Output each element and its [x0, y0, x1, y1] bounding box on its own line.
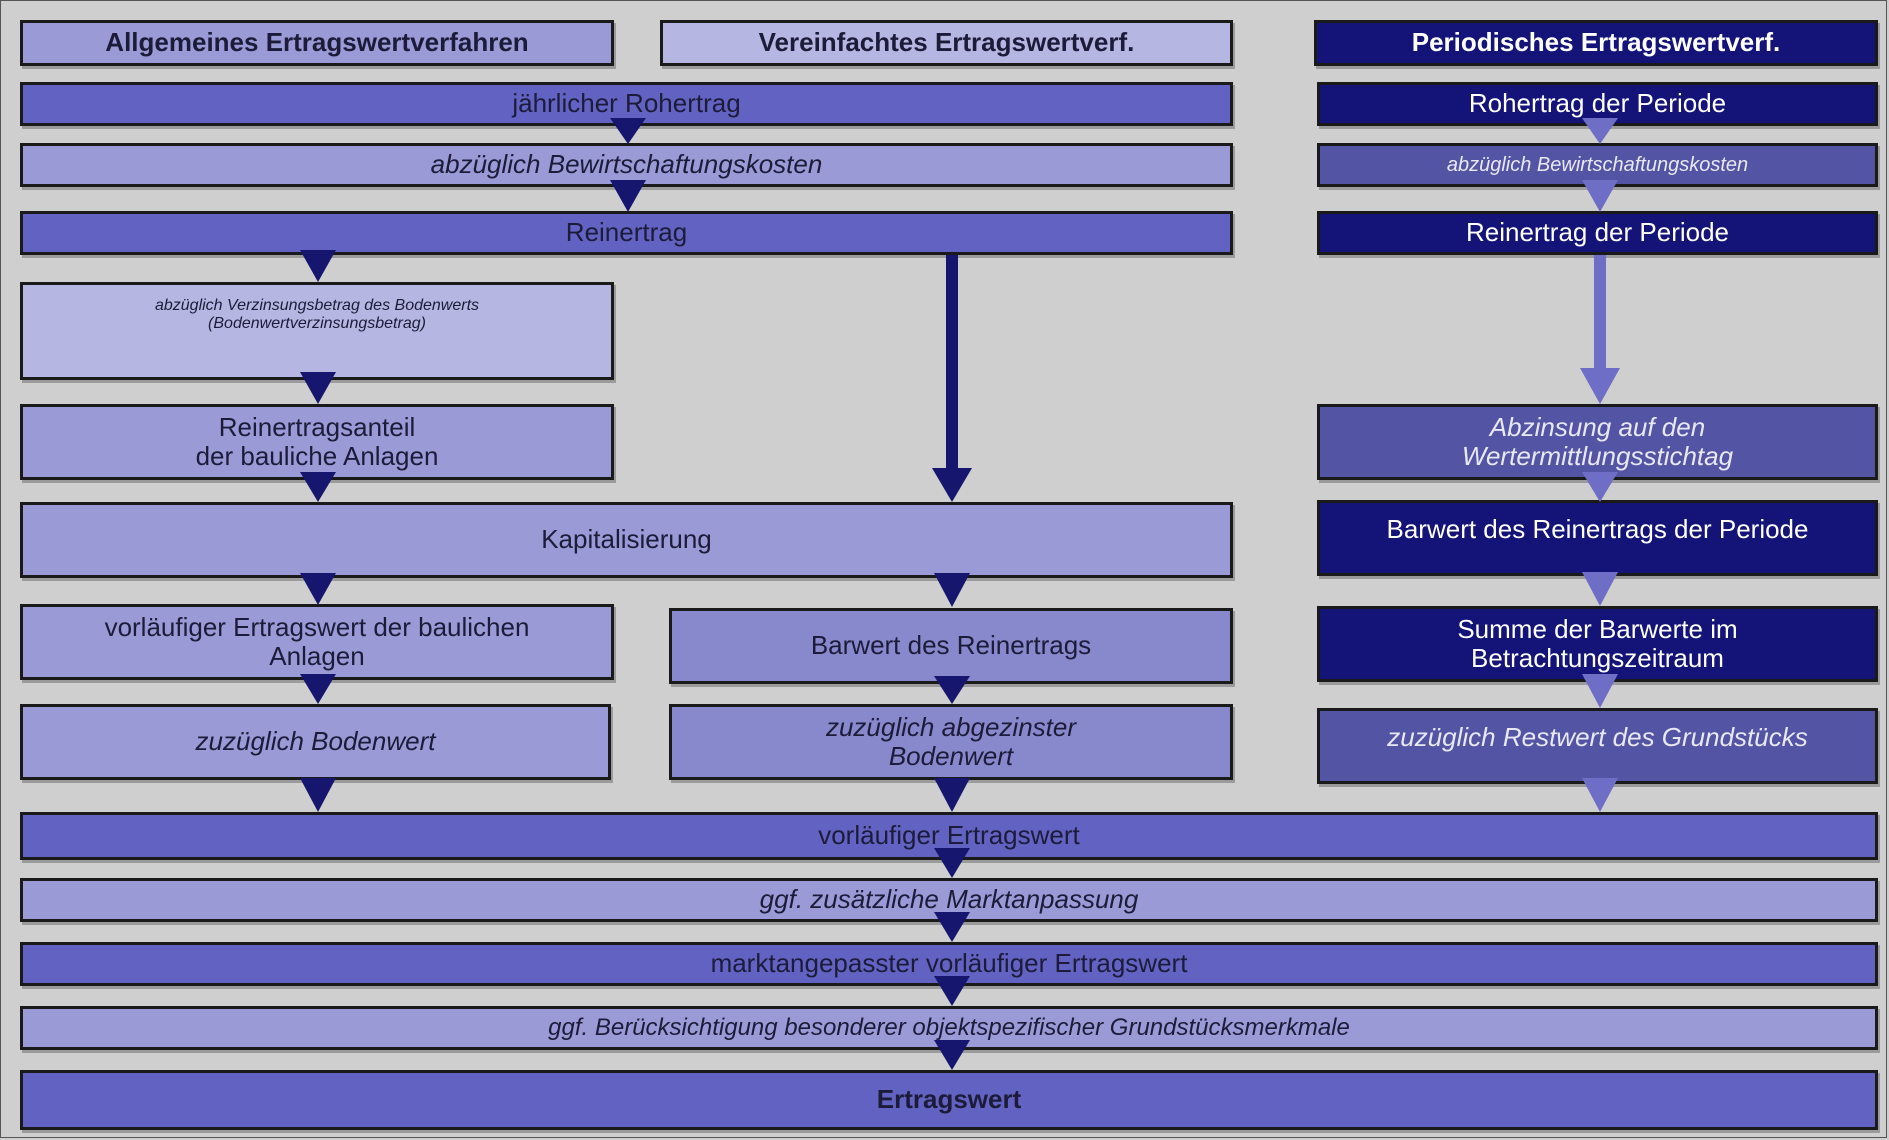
header-periodisches-verfahren: Periodisches Ertragswertverf. — [1314, 20, 1878, 66]
step-rohertrag-periode: Rohertrag der Periode — [1317, 82, 1878, 126]
step-besondere-merkmale: ggf. Berücksichtigung besonderer objekts… — [20, 1006, 1878, 1050]
step-zuzueglich-abgezinster-bodenwert: zuzüglich abgezinster Bodenwert — [669, 704, 1233, 780]
step-zuzueglich-bodenwert: zuzüglich Bodenwert — [20, 704, 611, 780]
step-reinertragsanteil: Reinertragsanteil der bauliche Anlagen — [20, 404, 614, 480]
step-summe-barwerte: Summe der Barwerte im Betrachtungszeitra… — [1317, 606, 1878, 682]
step-restwert-grundstueck: zuzüglich Restwert des Grundstücks — [1317, 708, 1878, 784]
step-bewirtschaftungskosten-periode: abzüglich Bewirtschaftungskosten — [1317, 143, 1878, 187]
step-marktanpassung: ggf. zusätzliche Marktanpassung — [20, 878, 1878, 922]
step-ertragswert: Ertragswert — [20, 1070, 1878, 1130]
step-vorlaeufiger-ertragswert: vorläufiger Ertragswert — [20, 812, 1878, 860]
step-verzinsungsbetrag: abzüglich Verzinsungsbetrag des Bodenwer… — [20, 282, 614, 380]
step-vorlaeufiger-ertragswert-bauliche: vorläufiger Ertragswert der baulichen An… — [20, 604, 614, 680]
step-barwert-reinertrags-periode: Barwert des Reinertrags der Periode — [1317, 500, 1878, 576]
header-vereinfachtes-verfahren: Vereinfachtes Ertragswertverf. — [660, 20, 1233, 66]
step-kapitalisierung: Kapitalisierung — [20, 502, 1233, 578]
step-marktangepasster-ertragswert: marktangepasster vorläufiger Ertragswert — [20, 942, 1878, 986]
step-reinertrag: Reinertrag — [20, 211, 1233, 255]
step-reinertrag-periode: Reinertrag der Periode — [1317, 211, 1878, 255]
header-allgemeines-verfahren: Allgemeines Ertragswertverfahren — [20, 20, 614, 66]
step-abzinsung: Abzinsung auf den Wertermittlungsstichta… — [1317, 404, 1878, 480]
step-barwert-reinertrag: Barwert des Reinertrags — [669, 608, 1233, 684]
step-bewirtschaftungskosten: abzüglich Bewirtschaftungskosten — [20, 143, 1233, 187]
step-jaehrlicher-rohertrag: jährlicher Rohertrag — [20, 82, 1233, 126]
